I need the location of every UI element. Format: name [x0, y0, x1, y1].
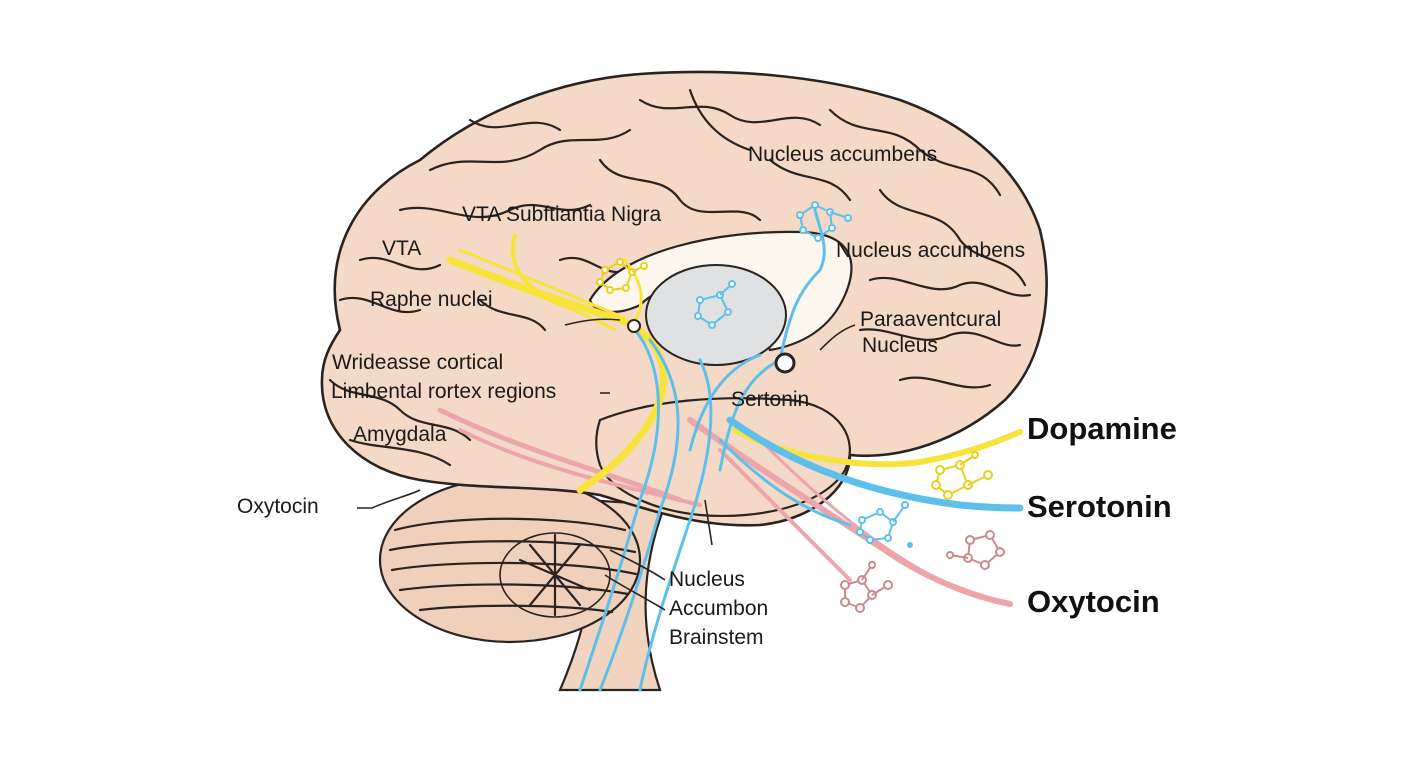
label-widespread-2: Limbental rortex regions	[331, 380, 556, 403]
legend-oxytocin: Oxytocin	[1027, 584, 1160, 619]
label-widespread-1: Wrideasse cortical	[332, 351, 503, 374]
label-oxytocin-left: Oxytocin	[237, 495, 319, 518]
leader-lines	[357, 318, 856, 611]
label-paraventricular-1: Paraaventcural	[860, 308, 1001, 331]
serotonin-molecule-icon	[694, 280, 736, 329]
legend-serotonin: Serotonin	[1027, 489, 1172, 524]
vta-junction-marker	[627, 319, 641, 333]
serotonin-molecule-right-icon	[856, 501, 913, 548]
dopamine-molecule-icon	[596, 258, 648, 294]
label-paraventricular-2: Nucleus	[862, 334, 938, 357]
brain-gyri	[328, 88, 1032, 467]
label-sertonin: Sertonin	[731, 388, 809, 411]
legend-dopamine: Dopamine	[1027, 411, 1177, 446]
label-vta-substantia: VTA Subftiantia Nigra	[462, 203, 662, 226]
thalamus	[645, 264, 787, 366]
label-nucleus-bottom-2: Accumbon	[669, 597, 768, 620]
label-nucleus-accumbens-top: Nucleus accumbens	[748, 143, 937, 166]
oxytocin-pathway	[437, 407, 1013, 607]
label-nucleus-accumbens-right: Nucleus accumbens	[836, 239, 1025, 262]
serotonin-pathway	[578, 208, 1024, 692]
label-vta: VTA	[382, 237, 421, 260]
raphe-junction-marker	[774, 352, 796, 374]
oxytocin-molecule-right-icon	[840, 530, 1005, 613]
label-amygdala: Amygdala	[353, 423, 447, 446]
label-nucleus-bottom-1: Nucleus	[669, 568, 745, 591]
label-nucleus-bottom-3: Brainstem	[669, 626, 764, 649]
label-raphe: Raphe nuclei	[370, 288, 493, 311]
cerebellum	[378, 476, 642, 644]
dopamine-molecule-right-icon	[931, 451, 993, 500]
serotonin-molecule-top-icon	[796, 201, 852, 242]
